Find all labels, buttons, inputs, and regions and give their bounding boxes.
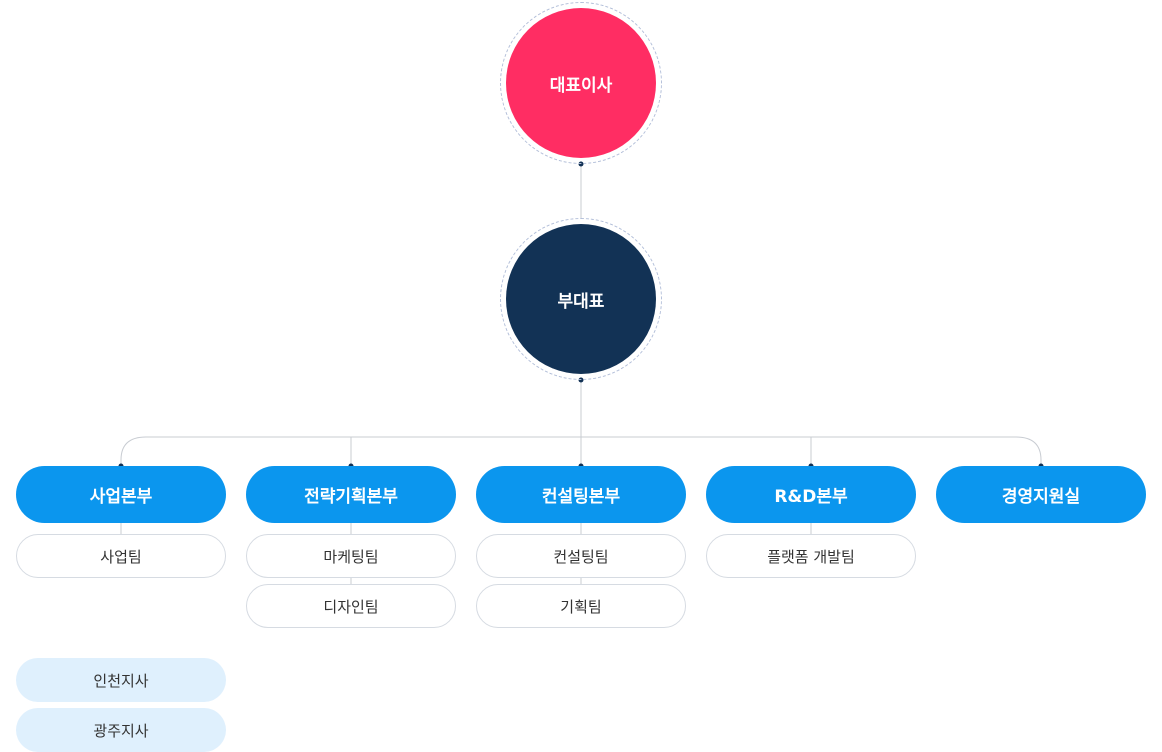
team-platform-development: 플랫폼 개발팀 [706,534,916,578]
ceo-node: 대표이사 [506,8,656,158]
division-strategy-planning: 전략기획본부 [246,466,456,523]
team-label: 디자인팀 [323,597,379,616]
vice-president-ring [500,218,662,380]
team-design: 디자인팀 [246,584,456,628]
division-rnd: R&D본부 [706,466,916,523]
ceo-label: 대표이사 [549,75,613,96]
vice-president-label: 부대표 [557,291,605,312]
branch-gwangju: 광주지사 [16,708,226,752]
team-marketing: 마케팅팀 [246,534,456,578]
team-business: 사업팀 [16,534,226,578]
division-label: 전략기획본부 [304,487,398,507]
team-consulting: 컨설팅팀 [476,534,686,578]
division-consulting: 컨설팅본부 [476,466,686,523]
division-label: 컨설팅본부 [541,487,621,507]
team-label: 마케팅팀 [323,547,379,566]
division-management-support: 경영지원실 [936,466,1146,523]
branch-label: 인천지사 [93,671,149,690]
connector-bus [120,436,1042,466]
division-label: 사업본부 [89,487,153,507]
division-label: R&D본부 [774,487,848,507]
branch-incheon: 인천지사 [16,658,226,702]
division-business: 사업본부 [16,466,226,523]
team-label: 컨설팅팀 [553,547,609,566]
branch-label: 광주지사 [93,721,149,740]
vice-president-node: 부대표 [506,224,656,374]
team-label: 기획팀 [560,597,602,616]
team-planning: 기획팀 [476,584,686,628]
team-label: 사업팀 [100,547,142,566]
ceo-ring [500,2,662,164]
team-label: 플랫폼 개발팀 [767,547,855,566]
division-label: 경영지원실 [1001,487,1081,507]
